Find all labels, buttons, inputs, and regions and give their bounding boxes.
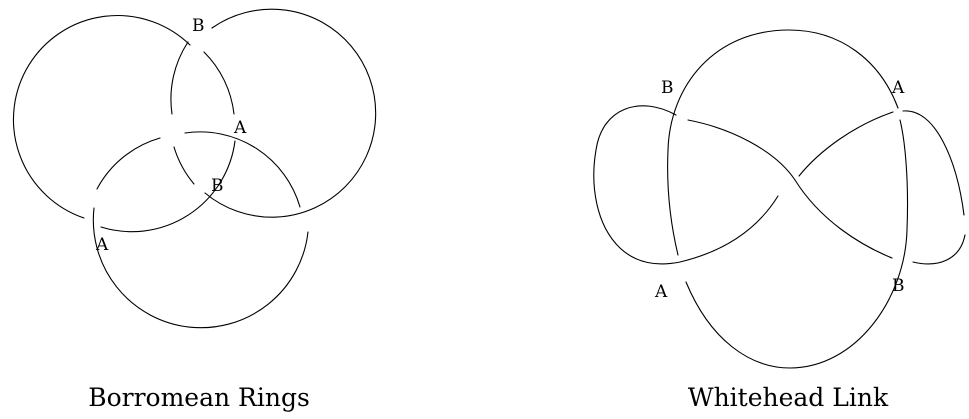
borromean-label-a-left: A [95,235,109,255]
whitehead-label-a-bottom: A [654,282,668,302]
borromean-rings-caption: Borromean Rings [88,383,310,412]
borromean-label-b-center: B [211,176,224,196]
whitehead-twisted-component [593,105,966,265]
whitehead-label-a-top: A [891,78,905,98]
borromean-right-ring [170,8,377,218]
whitehead-link-diagram: B A A B Whitehead Link [593,29,966,412]
whitehead-ellipse-component [667,29,909,369]
whitehead-label-b-top: B [661,78,674,98]
borromean-bottom-ring [92,131,309,329]
whitehead-label-b-bottom: B [892,276,905,296]
borromean-label-b-top: B [192,16,205,36]
borromean-rings-diagram: B A B A Borromean Rings [12,8,377,412]
whitehead-link-caption: Whitehead Link [688,383,889,412]
borromean-label-a-right: A [233,118,247,138]
borromean-left-ring [12,15,236,233]
